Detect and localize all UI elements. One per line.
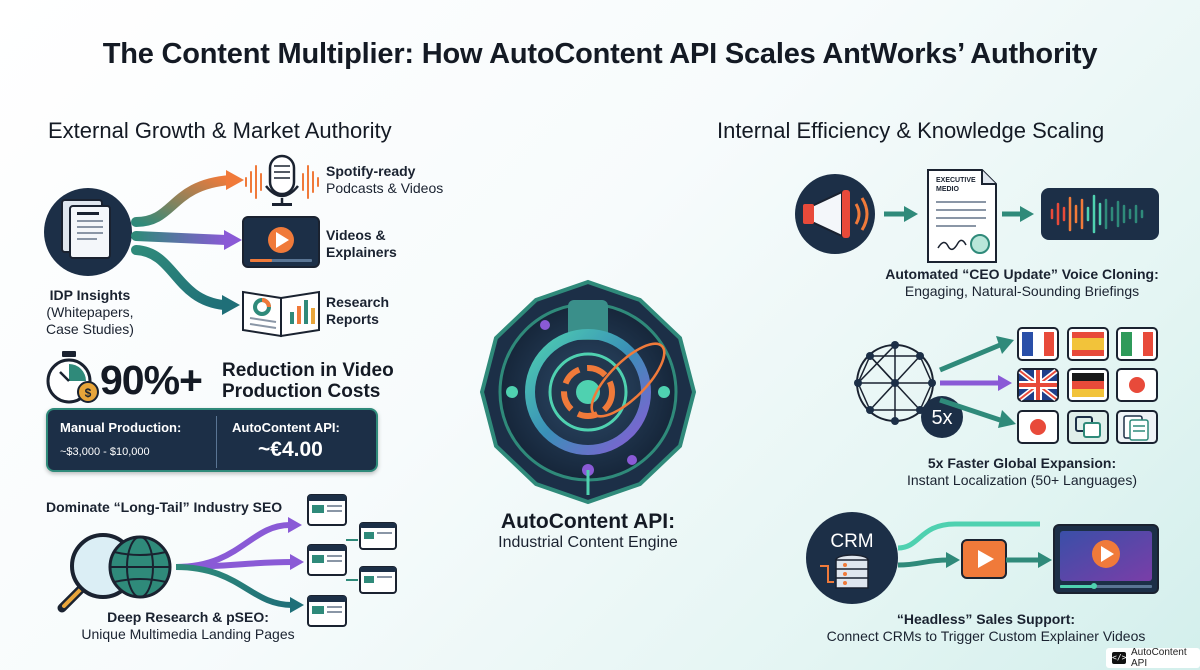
flow-arrow-videos bbox=[131, 231, 231, 245]
output-podcasts-subtitle: Podcasts & Videos bbox=[326, 180, 444, 196]
api-cost-label: AutoContent API: bbox=[232, 420, 340, 435]
output-podcasts-title: Spotify-ready bbox=[326, 163, 416, 179]
landing-page-icon bbox=[359, 522, 397, 550]
svg-text:$: $ bbox=[85, 386, 92, 400]
reduction-percent: 90%+ bbox=[100, 357, 203, 403]
panel-divider bbox=[216, 416, 217, 468]
explainer-video-icon bbox=[1053, 524, 1159, 594]
seo-flow-arrow bbox=[175, 564, 293, 608]
microphone-icon bbox=[245, 154, 319, 206]
landing-page-icon bbox=[307, 494, 347, 526]
api-cost-value: ~€4.00 bbox=[258, 438, 323, 461]
hub-title: AutoContent API: bbox=[500, 510, 676, 533]
flag-uk-icon bbox=[1017, 368, 1059, 402]
page-title: The Content Multiplier: How AutoContent … bbox=[102, 38, 1098, 70]
megaphone-icon bbox=[795, 174, 875, 254]
ceo-title: Automated “CEO Update” Voice Cloning: bbox=[885, 266, 1159, 282]
idp-line: Case Studies) bbox=[46, 321, 134, 337]
brand-label: AutoContent API bbox=[1131, 647, 1187, 669]
right-column-heading: Internal Efficiency & Knowledge Scaling bbox=[717, 118, 1105, 143]
landing-page-icon bbox=[307, 595, 347, 627]
flow-arrow bbox=[897, 521, 1040, 551]
flag-germany-icon bbox=[1067, 368, 1109, 402]
hub-subtitle: Industrial Content Engine bbox=[498, 534, 678, 551]
stopwatch-icon: $ bbox=[46, 351, 99, 404]
crm-database-icon bbox=[806, 512, 898, 604]
flag-japan-icon bbox=[1017, 410, 1059, 444]
flag-spain-icon bbox=[1067, 327, 1109, 361]
reduction-line: Reduction in Video bbox=[222, 360, 394, 381]
flow-arrow-podcasts bbox=[131, 175, 235, 227]
document-copies-icon bbox=[1116, 410, 1158, 444]
idp-line: (Whitepapers, bbox=[46, 304, 134, 320]
manual-cost-label: Manual Production: bbox=[60, 420, 182, 435]
flow-arrow-reports bbox=[131, 245, 229, 310]
left-column-heading: External Growth & Market Authority bbox=[48, 118, 392, 143]
crm-subtitle: Connect CRMs to Trigger Custom Explainer… bbox=[826, 628, 1146, 644]
arrowhead-icon bbox=[224, 230, 242, 250]
arrowhead-icon bbox=[226, 170, 244, 190]
global-title: 5x Faster Global Expansion: bbox=[927, 455, 1117, 471]
landing-page-icon bbox=[359, 566, 397, 594]
brand-badge: </> AutoContent API bbox=[1106, 647, 1200, 669]
landing-page-icon bbox=[307, 544, 347, 576]
video-trigger-icon bbox=[961, 539, 1007, 579]
flag-france-icon bbox=[1017, 327, 1059, 361]
document-stack-icon bbox=[44, 188, 132, 276]
cost-comparison-panel: Manual Production: ~$3,000 - $10,000 Aut… bbox=[46, 408, 378, 472]
multiplier-text: 5x bbox=[931, 407, 952, 429]
seo-subtitle: Unique Multimedia Landing Pages bbox=[81, 626, 295, 642]
output-videos-title: Videos & bbox=[326, 227, 386, 243]
reduction-line: Production Costs bbox=[222, 381, 381, 402]
ceo-subtitle: Engaging, Natural-Sounding Briefings bbox=[904, 283, 1140, 299]
executive-memo-icon: EXECUTIVE MEDIO bbox=[927, 169, 997, 263]
memo-label: EXECUTIVE bbox=[936, 177, 976, 184]
flag-italy-icon bbox=[1116, 327, 1158, 361]
seo-heading: Dominate “Long-Tail” Industry SEO bbox=[46, 499, 283, 515]
output-reports-title: Research bbox=[326, 294, 390, 310]
video-player-icon bbox=[242, 216, 320, 268]
code-icon: </> bbox=[1112, 652, 1127, 664]
content-engine-hub-icon bbox=[479, 279, 697, 505]
manual-cost-value: ~$3,000 - $10,000 bbox=[60, 446, 150, 458]
globe-icon bbox=[108, 535, 172, 599]
network-globe-icon bbox=[854, 341, 936, 425]
flow-arrow bbox=[939, 342, 1001, 373]
flag-japan-icon bbox=[1116, 368, 1158, 402]
global-subtitle: Instant Localization (50+ Languages) bbox=[907, 472, 1137, 488]
voice-waveform-icon bbox=[1041, 188, 1159, 240]
translation-icon bbox=[1067, 410, 1109, 444]
seo-title: Deep Research & pSEO: bbox=[107, 609, 269, 625]
flow-arrow bbox=[939, 397, 1001, 423]
crm-title: “Headless” Sales Support: bbox=[896, 611, 1076, 627]
memo-label: MEDIO bbox=[936, 186, 960, 193]
crm-badge-text: CRM bbox=[830, 531, 873, 552]
flow-arrow bbox=[897, 557, 949, 568]
research-report-icon bbox=[242, 290, 320, 338]
output-reports-subtitle: Reports bbox=[326, 311, 379, 327]
output-videos-subtitle: Explainers bbox=[326, 244, 397, 260]
arrowhead-icon bbox=[222, 295, 240, 315]
idp-title: IDP Insights bbox=[49, 287, 131, 303]
